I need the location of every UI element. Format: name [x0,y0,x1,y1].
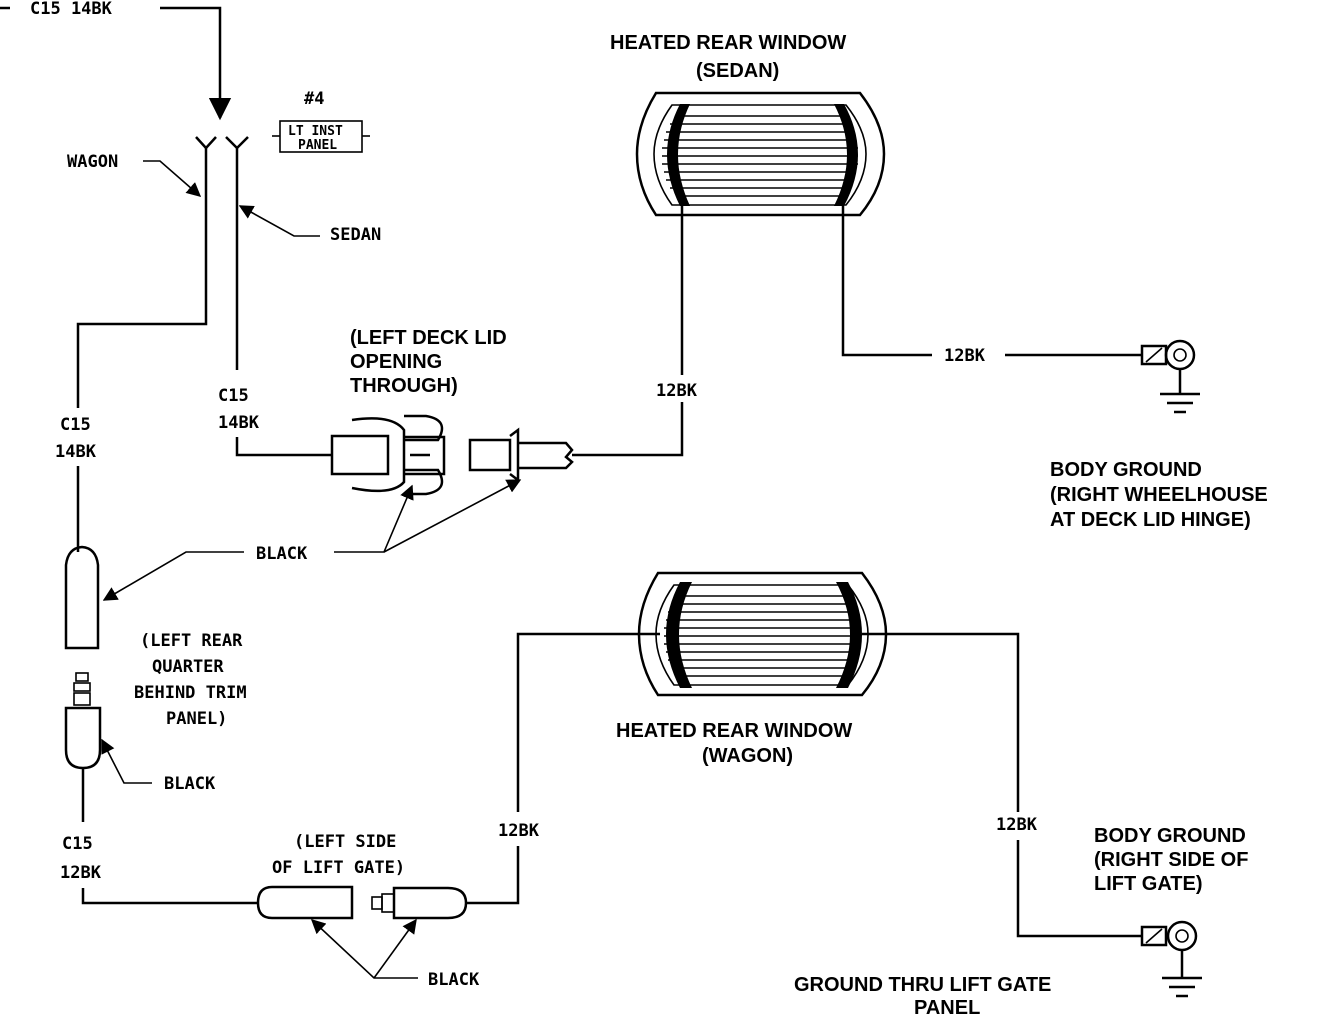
label-12bk-sedan-ground: 12BK [944,346,986,366]
heated-rear-window-wagon [637,571,888,697]
label-black-1: BLACK [256,544,308,564]
label-c15-top: C15 14BK [30,0,113,19]
label-c15-left-b: 14BK [55,442,97,462]
heated-rear-window-sedan [635,91,886,217]
wire-wagon [76,148,208,408]
label-body-ground-2c: LIFT GATE) [1094,873,1203,895]
label-body-ground-1b: (RIGHT WHEELHOUSE [1050,484,1268,506]
label-ground-thru-2: PANEL [914,997,980,1016]
wire-wagon-window-left [516,632,660,812]
label-ground-thru-1: GROUND THRU LIFT GATE [794,974,1051,996]
label-black-2: BLACK [164,774,216,794]
label-quarter-1: (LEFT REAR [140,631,243,651]
quarter-connector [64,545,100,650]
label-body-ground-1c: AT DECK LID HINGE) [1050,509,1251,531]
wire-sedan-lower [235,437,332,457]
arrow-sedan [238,205,320,237]
arrow-black-quarter [102,551,244,601]
liftgate-connector [256,885,354,920]
label-12bk-sedan-vert: 12BK [656,381,698,401]
label-c15-mid-b: 14BK [218,413,260,433]
wire-sedan-window-right [841,205,932,357]
body-ground-wagon-terminal [1140,920,1202,998]
label-deck-lid-1: (LEFT DECK LID [350,327,507,349]
label-12bk-wagon-right: 12BK [996,815,1038,835]
label-deck-lid-2: OPENING [350,351,442,373]
label-hrw-sedan-2: (SEDAN) [696,60,779,82]
label-quarter-4: PANEL) [166,709,227,729]
wire-to-liftgate [81,888,258,905]
liftgate-mating-connector [371,886,468,920]
label-black-3: BLACK [428,970,480,990]
label-panel: PANEL [298,138,337,153]
label-12bk-wagon-left: 12BK [498,821,540,841]
quarter-plug-connector [64,672,102,770]
label-liftgate-2: OF LIFT GATE) [272,858,405,878]
deck-lid-connector [330,414,446,496]
arrow-black-liftgate [310,919,418,979]
label-deck-lid-3: THROUGH) [350,375,458,397]
label-body-ground-2a: BODY GROUND [1094,825,1246,847]
arrow-black-deck [334,484,414,553]
label-hrw-sedan-1: HEATED REAR WINDOW [610,32,846,54]
arrow-black-liftgate-mate [373,918,417,979]
label-c15-mid-a: C15 [218,386,249,406]
arrow-black-deck-mate [383,479,522,553]
deck-lid-mating-connector [468,427,574,483]
label-sedan: SEDAN [330,225,381,245]
arrow-wagon [143,160,202,197]
label-body-ground-1a: BODY GROUND [1050,459,1202,481]
arrow-black-plug [101,738,152,784]
wire-wagon-window-right [862,632,1020,812]
wire-liftgate-to-window [466,846,520,905]
wire-c15-feed [160,6,232,121]
wire-wagon-ground [1016,840,1142,938]
label-c15-low-b: 12BK [60,863,102,883]
body-ground-sedan-terminal [1140,339,1200,414]
label-c15-low-a: C15 [62,834,93,854]
label-quarter-2: QUARTER [152,657,224,677]
label-c15-left-a: C15 [60,415,91,435]
label-hrw-wagon-2: (WAGON) [702,745,793,767]
label-lt-inst: LT INST [288,124,343,139]
label-quarter-3: BEHIND TRIM [134,683,247,703]
splice-wagon [195,136,217,150]
label-circuit-num: #4 [304,89,324,109]
label-liftgate-1: (LEFT SIDE [294,832,396,852]
label-wagon: WAGON [67,152,118,172]
label-body-ground-2b: (RIGHT SIDE OF [1094,849,1248,871]
splice-sedan [225,136,249,150]
wire-sedan-to-window [572,402,684,457]
label-hrw-wagon-1: HEATED REAR WINDOW [616,720,852,742]
